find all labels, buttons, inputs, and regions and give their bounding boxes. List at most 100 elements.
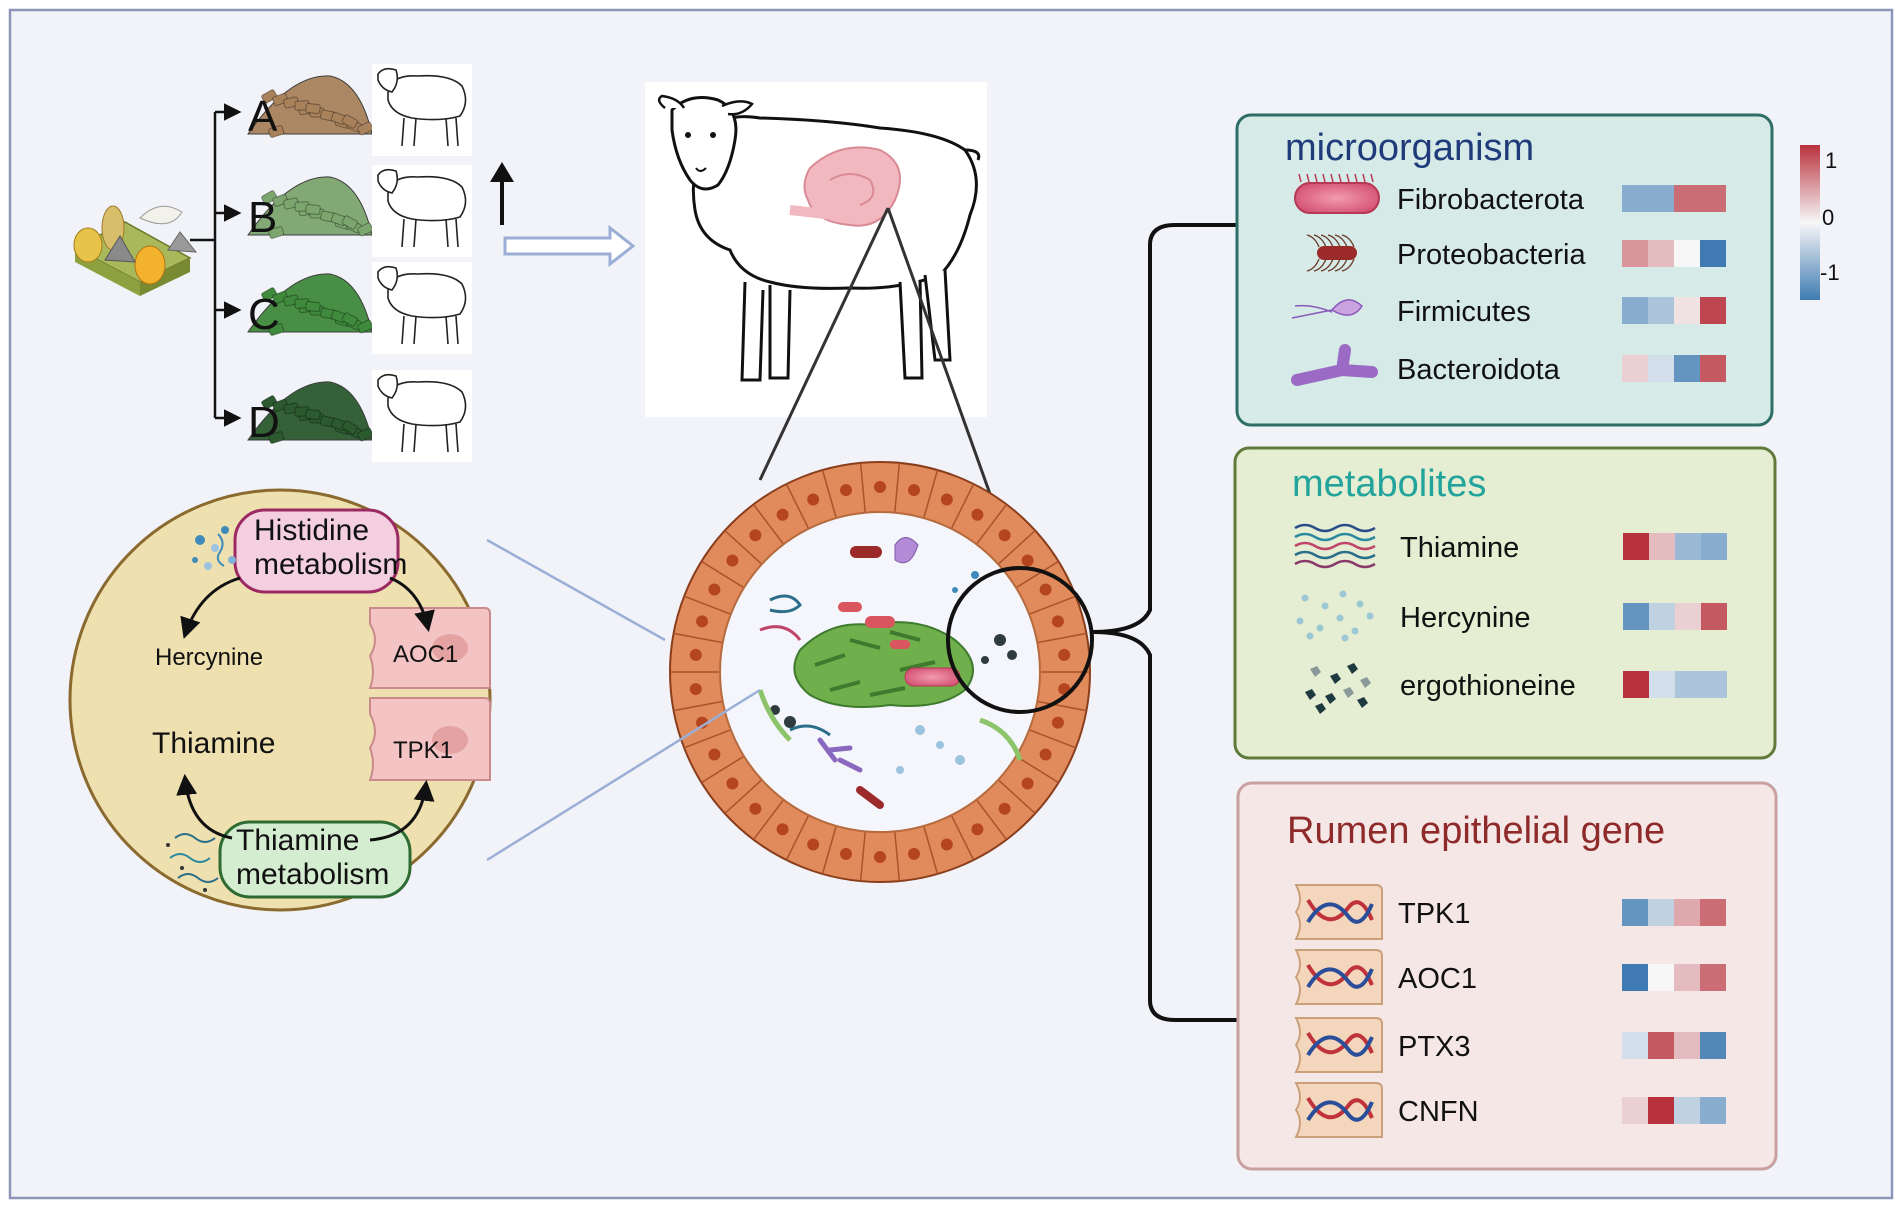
cell-wall — [997, 529, 1036, 565]
cell-wall — [1015, 560, 1059, 589]
heatmap-cell — [1648, 964, 1674, 991]
cell-wall — [1028, 729, 1077, 749]
cell-nucleus — [1051, 716, 1064, 729]
cell-wall — [894, 831, 901, 882]
cell-nucleus — [1058, 648, 1071, 661]
heatmap-cell — [1623, 603, 1649, 630]
protozoan-icon — [1291, 299, 1363, 319]
panel-row: PTX3 — [1294, 1017, 1726, 1073]
row-label: Firmicutes — [1397, 296, 1531, 328]
cell-nucleus — [749, 802, 762, 815]
heatmap-cell — [1649, 671, 1675, 698]
hollow-arrow-icon — [503, 224, 636, 268]
panel-bracket — [1092, 223, 1240, 1022]
thiamine-strands-icon — [166, 833, 219, 892]
cell-wall — [821, 469, 837, 519]
group-letter: A — [248, 92, 278, 141]
row-label: ergothioneine — [1400, 670, 1576, 702]
heatmap-cell — [1674, 355, 1700, 382]
dna-cell-icon — [1294, 1082, 1383, 1138]
group-letter: B — [248, 193, 277, 242]
cell-nucleus — [971, 823, 984, 836]
cell-nucleus — [1051, 615, 1064, 628]
rumen-contents — [757, 537, 1023, 809]
color-scale-legend: 1 0 -1 — [1800, 145, 1840, 300]
gene-tpk1-label: TPK1 — [393, 737, 453, 764]
cell-nucleus — [776, 508, 789, 521]
heatmap-cell — [1674, 185, 1700, 212]
heatmap-cell — [1675, 603, 1701, 630]
cell-nucleus — [708, 583, 721, 596]
cell-nucleus — [726, 554, 739, 567]
flagellated-bacterium-icon — [1306, 234, 1357, 272]
row-label: TPK1 — [1398, 898, 1471, 930]
heatmap-cell — [1622, 185, 1648, 212]
heatmap-cell — [1674, 297, 1700, 324]
dna-cell-icon — [1294, 1017, 1383, 1073]
cell-nucleus — [840, 847, 853, 860]
cell-nucleus — [940, 493, 953, 506]
cell-nucleus — [1021, 777, 1034, 790]
histidine-metabolism-box: Histidine metabolism — [192, 508, 407, 594]
cell-nucleus — [998, 802, 1011, 815]
row-label: Bacteroidota — [1397, 354, 1561, 386]
histidine-metabolism-label: Histidine metabolism — [254, 514, 407, 581]
cell-nucleus — [749, 529, 762, 542]
row-label: Fibrobacterota — [1397, 184, 1585, 216]
heatmap-cell — [1648, 185, 1674, 212]
row-label: Proteobacteria — [1397, 239, 1586, 271]
panel-microorganism: microorganismFibrobacterotaProteobacteri… — [1235, 113, 1774, 427]
heatmap-cell — [1701, 533, 1727, 560]
heatmap-cell — [1701, 671, 1727, 698]
heatmap-cell — [1700, 240, 1726, 267]
heatmap-cell — [1648, 1097, 1674, 1124]
dna-cell-icon — [1294, 949, 1383, 1005]
cell-nucleus — [807, 493, 820, 506]
heatmap-cell — [1700, 964, 1726, 991]
feed-group-c: C — [215, 262, 472, 354]
cell-wall — [752, 503, 785, 545]
panel-row: AOC1 — [1294, 949, 1726, 1005]
cell-wall — [701, 560, 745, 589]
heatmap-cell — [1674, 899, 1700, 926]
cell-nucleus — [807, 838, 820, 851]
molecule-cluster-icon — [192, 526, 236, 570]
increase-arrow-icon — [490, 162, 514, 225]
sheep-illustration — [645, 82, 987, 417]
row-label: Thiamine — [1400, 532, 1519, 564]
cell-wall — [673, 632, 723, 644]
cell-nucleus — [971, 508, 984, 521]
ergothioneine-particles-icon — [1305, 663, 1371, 714]
cell-wall — [950, 483, 975, 530]
cell-nucleus — [689, 648, 702, 661]
panel-row: CNFN — [1294, 1082, 1726, 1138]
epithelial-cell-aoc1: AOC1 — [368, 607, 491, 689]
cell-wall — [752, 799, 785, 841]
hercynine-label: Hercynine — [155, 644, 263, 671]
cell-wall — [683, 729, 732, 749]
panel-row: Fibrobacterota — [1294, 173, 1726, 216]
row-label: AOC1 — [1398, 963, 1477, 995]
panel-row: Proteobacteria — [1306, 234, 1726, 272]
heatmap-cell — [1700, 899, 1726, 926]
branched-bacterium-icon — [1291, 344, 1378, 386]
cell-wall — [673, 700, 723, 712]
sheep-icon — [372, 165, 472, 257]
heatmap-cell — [1674, 1032, 1700, 1059]
heatmap-cell — [1623, 671, 1649, 698]
panel-row: ergothioneine — [1305, 663, 1727, 714]
row-label: Hercynine — [1400, 602, 1531, 634]
sheep-icon — [372, 262, 472, 354]
cell-nucleus — [840, 484, 853, 497]
pathway-arrows — [176, 576, 435, 842]
heatmap-cell — [1700, 297, 1726, 324]
cell-wall — [923, 825, 939, 875]
heatmap-cell — [1622, 964, 1648, 991]
cell-nucleus — [696, 615, 709, 628]
heatmap-cell — [1622, 899, 1648, 926]
panel-metabolites: metabolitesThiamineHercynineergothionein… — [1233, 446, 1777, 760]
feed-group-b: B — [215, 165, 472, 257]
heatmap-cell — [1675, 533, 1701, 560]
heatmap-cell — [1674, 1097, 1700, 1124]
group-letter: D — [248, 398, 280, 447]
